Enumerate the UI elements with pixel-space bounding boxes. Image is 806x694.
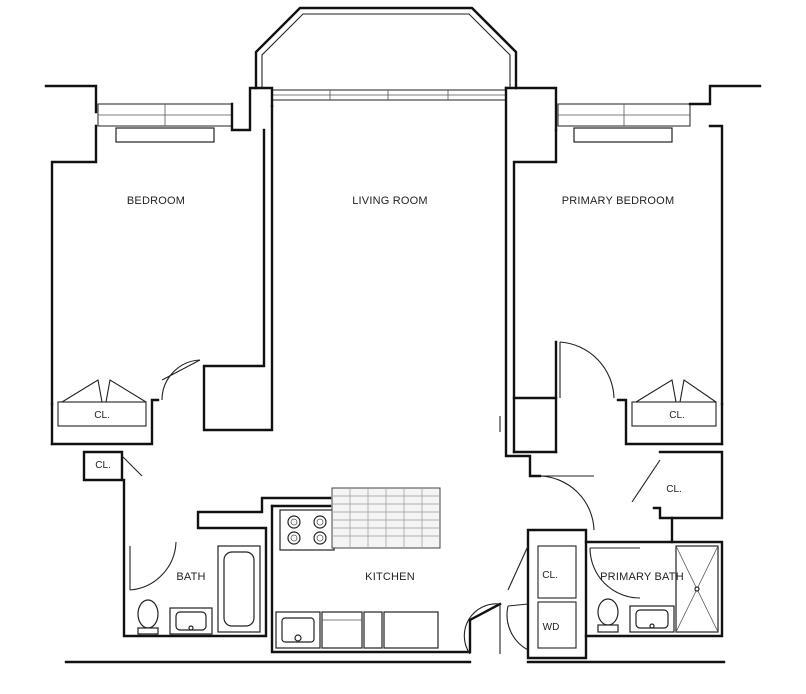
primary-bath-toilet [597,598,619,633]
shower [675,545,719,633]
hall-closet [82,450,143,482]
primary-bath-label: PRIMARY BATH [600,571,684,583]
primary-hall-door [539,475,595,531]
living-room-window [271,89,507,101]
kitchen-island [331,487,441,549]
bedroom-closet-label: CL. [94,410,110,421]
laundry-closet-label: CL. [542,570,558,581]
primary-bedroom-walls [512,124,724,454]
primary-bath-walls [584,516,724,638]
bedroom-walls [50,104,274,446]
exterior-wall-top-left [44,84,274,143]
living-room-label: LIVING ROOM [352,195,428,207]
washer-dryer-label: WD [543,622,560,633]
primary-bedroom-label: PRIMARY BEDROOM [562,195,675,207]
primary-bath-closet [631,450,724,520]
bath-toilet [137,599,159,635]
center-wall [499,86,542,478]
bedroom-closet [57,379,147,427]
kitchen-label: KITCHEN [365,571,415,583]
bath-walls [122,478,332,638]
primary-bath-sink [629,605,675,633]
kitchen-walls [270,504,502,654]
bathtub [217,545,261,633]
bedroom-label: BEDROOM [127,195,185,207]
primary-closet-label: CL. [669,410,685,421]
primary-bath-closet-label: CL. [666,484,682,495]
bath-sink [169,607,213,635]
bay-window [254,6,518,90]
hall-closet-label: CL. [95,460,111,471]
kitchen-lower-counter [275,611,439,649]
entry-door [463,603,501,655]
primary-closet [631,379,717,427]
kitchen-range [279,509,335,551]
bath-label: BATH [176,571,205,583]
primary-bedroom-door [559,341,615,399]
bedroom-door [161,359,201,401]
laundry-closet [506,528,588,660]
exterior-wall-top-right [504,84,762,143]
